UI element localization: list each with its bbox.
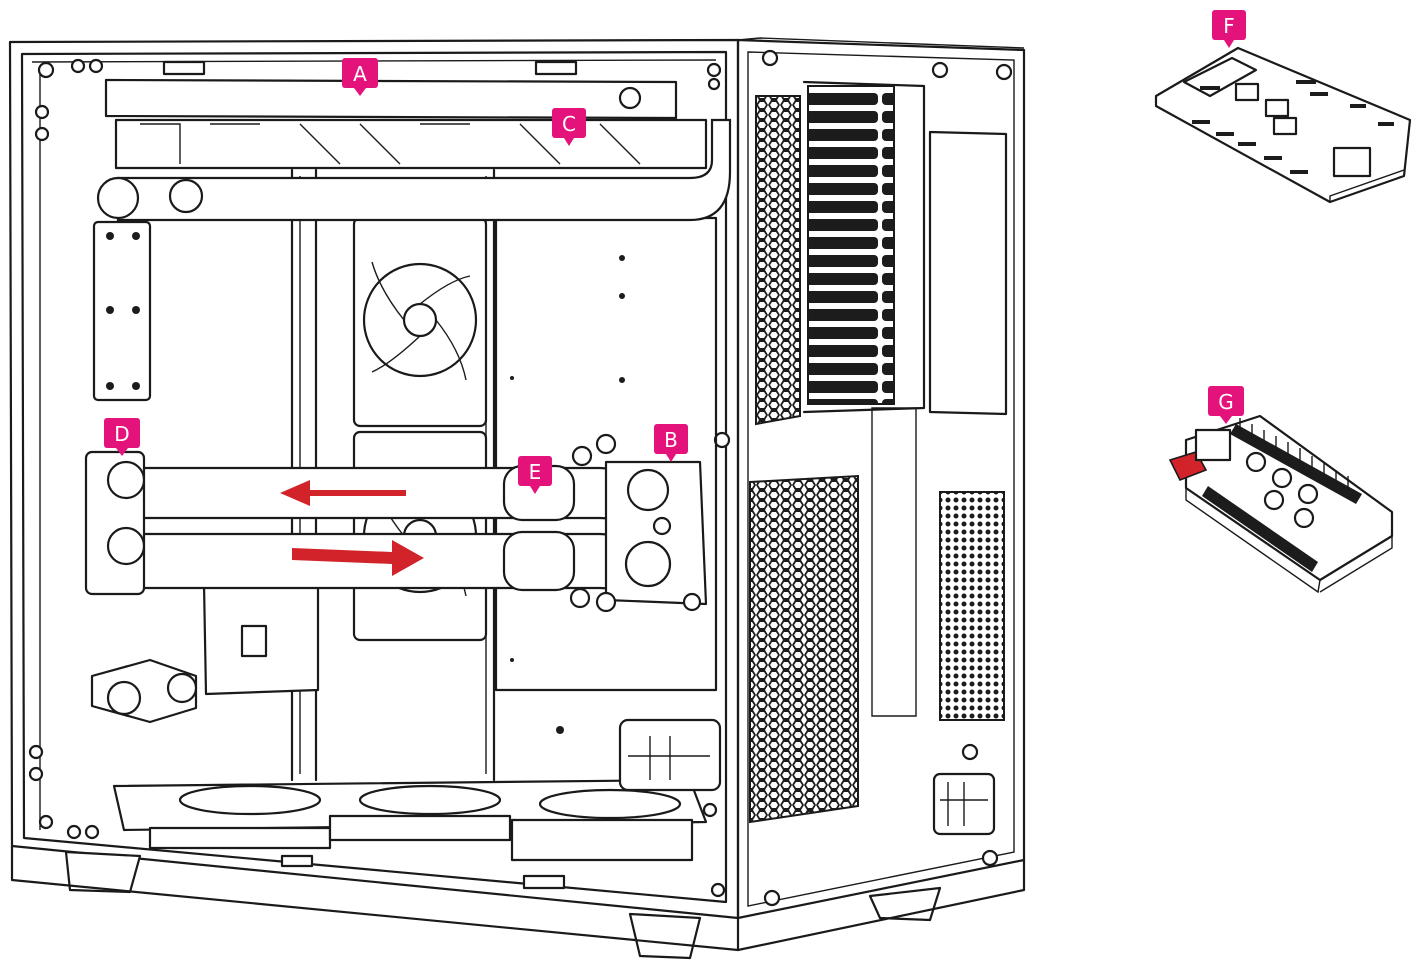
callout-label-g: G [1218,390,1234,414]
callout-c: C [552,108,586,146]
side-fan [352,216,488,428]
callout-label-d: D [114,422,129,446]
rear-slot-vents [807,85,895,405]
flow-arrow-return [280,480,406,506]
pump-block [569,433,708,613]
fitting-block [90,658,198,724]
callout-f: F [1212,10,1246,48]
psu-mesh [939,491,1005,721]
io-ports [618,718,996,836]
callout-label-c: C [562,112,576,136]
callout-a: A [342,58,378,96]
flow-arrow-supply [292,540,424,576]
top-tube [116,118,732,222]
callout-d: D [104,418,140,456]
bottom-fans [112,778,708,862]
rear-upper-mesh [755,95,801,426]
callout-e: E [518,456,552,494]
fan-hub-box [190,572,320,696]
tray-holes [510,255,625,734]
top-radiator-bracket [104,78,678,120]
callout-g: G [1208,386,1244,424]
fan-hub-board-detail [1154,46,1412,204]
callout-label-b: B [664,428,678,452]
rear-lower-mesh [749,474,859,824]
callout-label-e: E [529,460,542,484]
tube-bracket-top [92,220,152,402]
connector-board-detail [1168,414,1394,594]
flow-arrows [280,480,424,576]
callout-b: B [654,424,688,462]
callout-label-a: A [353,62,367,86]
case-foot [628,912,702,960]
top-fans [114,86,708,170]
callout-label-f: F [1223,14,1235,38]
frame-screws [28,49,1013,907]
